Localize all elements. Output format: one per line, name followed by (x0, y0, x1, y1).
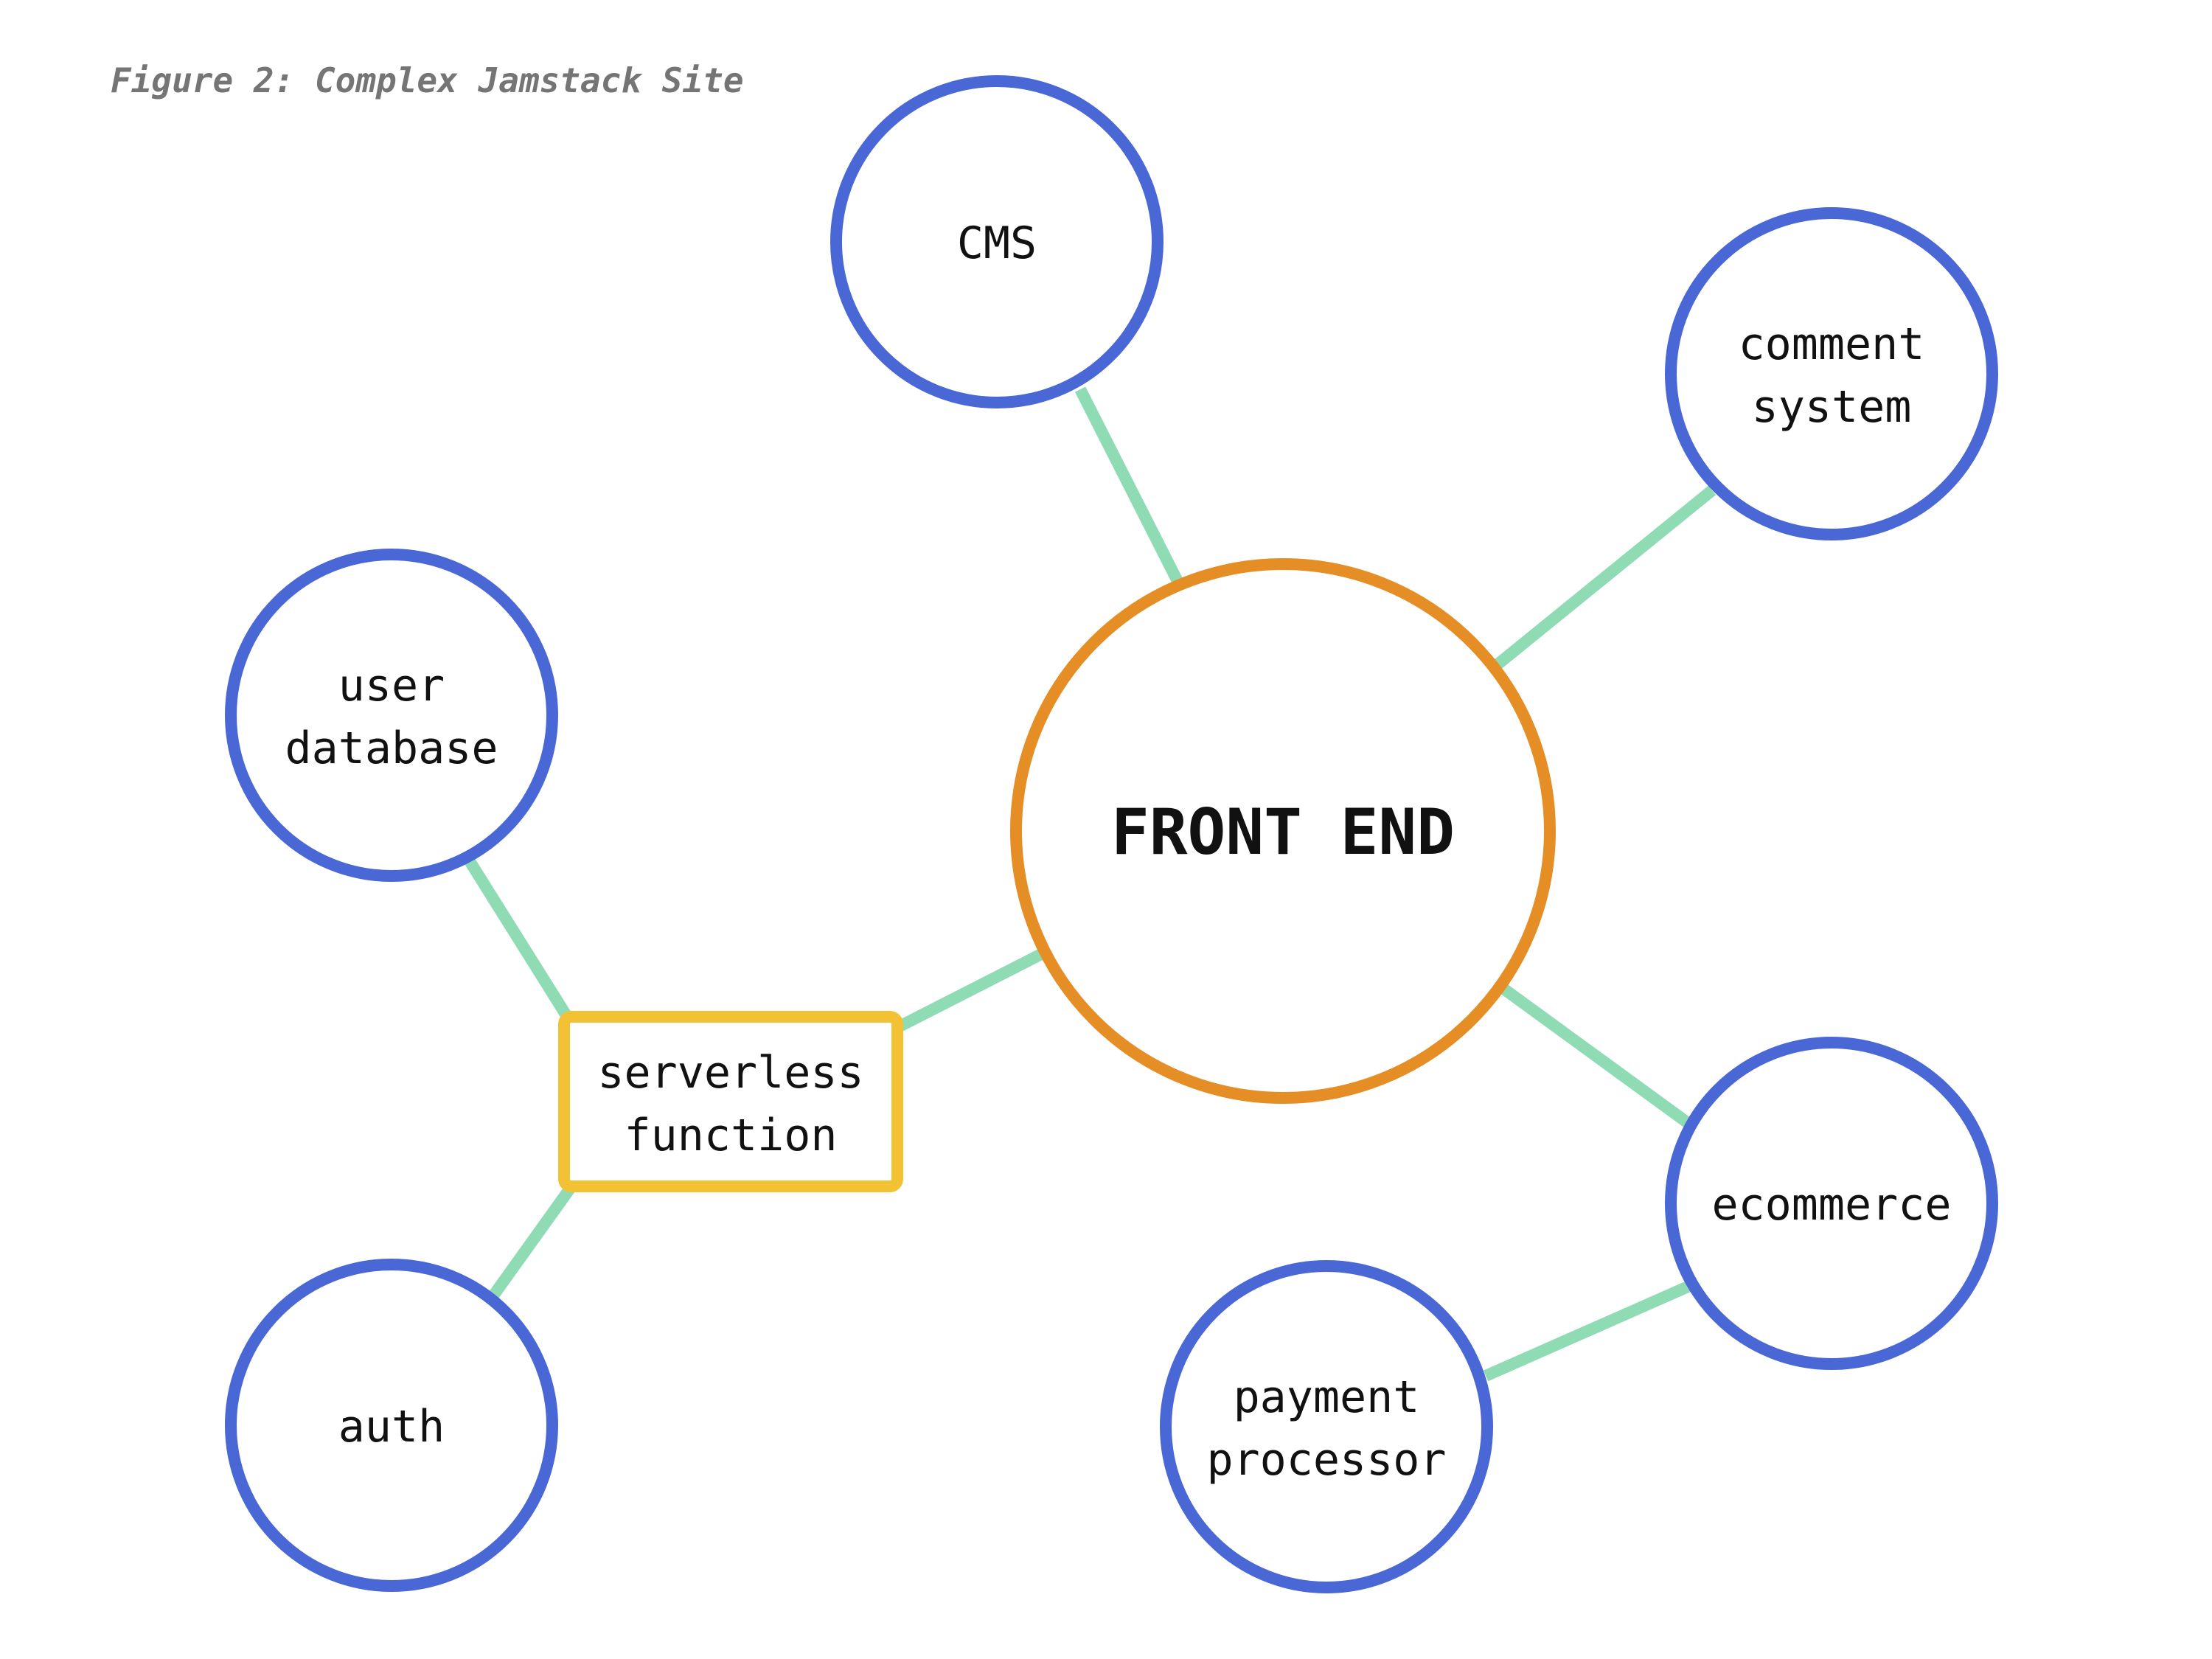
edge-front-end-ecommerce (1499, 983, 1697, 1132)
edge-front-end-cms (1074, 386, 1184, 585)
node-front-end: FRONT END (1010, 558, 1556, 1104)
front-end-label: FRONT END (1111, 796, 1455, 869)
payment-processor-label-line-2: processor (1206, 1434, 1446, 1486)
auth-circle (225, 1259, 558, 1592)
comment-system-circle (1665, 207, 1998, 540)
payment-processor-label-line-1: payment (1234, 1371, 1420, 1423)
cms-label: CMS (957, 218, 1037, 269)
front-end-circle (1010, 558, 1556, 1104)
node-serverless-function: serverless function (558, 1011, 903, 1192)
node-comment-system: comment system (1665, 207, 1998, 540)
ecommerce-circle (1665, 1037, 1998, 1370)
node-user-database: user database (225, 549, 558, 882)
edges (465, 386, 1717, 1382)
payment-processor-circle (1160, 1260, 1493, 1593)
comment-system-label-line-1: comment (1739, 319, 1925, 370)
serverless-function-label-line-1: serverless (597, 1047, 863, 1099)
user-database-label-line-2: database (285, 723, 498, 774)
node-cms: CMS (830, 75, 1164, 408)
auth-label: auth (338, 1401, 445, 1453)
edge-front-end-comment-system (1492, 485, 1717, 670)
user-database-label-line-1: user (338, 660, 445, 712)
serverless-function-box (558, 1011, 903, 1192)
figure-caption: Figure 2: Complex Jamstack Site (111, 60, 744, 100)
user-database-circle (225, 549, 558, 882)
edge-front-end-serverless-function (897, 945, 1050, 1032)
serverless-function-label-line-2: function (625, 1110, 838, 1161)
edge-ecommerce-payment-processor (1483, 1279, 1696, 1382)
node-ecommerce: ecommerce (1665, 1037, 1998, 1370)
node-auth: auth (225, 1259, 558, 1592)
edge-serverless-function-auth (487, 1185, 575, 1301)
cms-circle (830, 75, 1164, 408)
edge-serverless-function-user-database (465, 858, 575, 1025)
ecommerce-label: ecommerce (1711, 1179, 1951, 1231)
node-payment-processor: payment processor (1160, 1260, 1493, 1593)
comment-system-label-line-2: system (1752, 381, 1912, 433)
